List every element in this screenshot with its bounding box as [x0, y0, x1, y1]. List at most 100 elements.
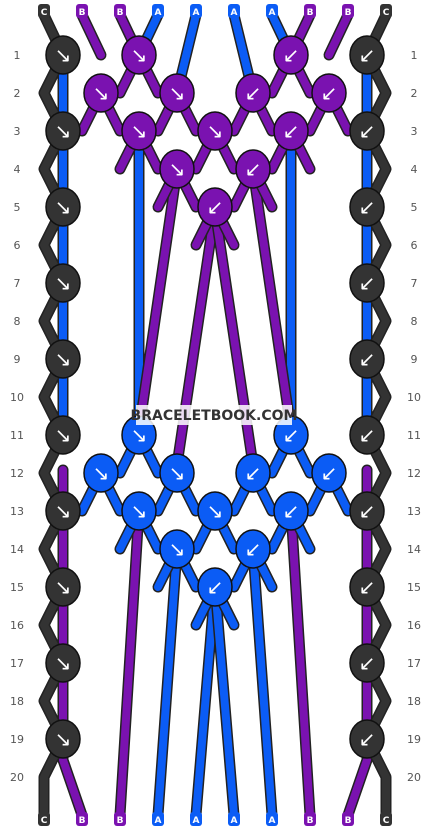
- knot-11-2: ↘: [121, 415, 157, 455]
- knot-arrow-icon: ↘: [131, 119, 148, 143]
- strand-bottom-a-1: [154, 546, 181, 819]
- strand-letter-bg: [38, 4, 50, 18]
- knot-ellipse: [349, 339, 385, 379]
- row-number-right: 5: [411, 201, 418, 214]
- knot-arrow-icon: ↙: [207, 195, 224, 219]
- knot-arrow-icon: ↙: [359, 423, 376, 447]
- knot-7-8: ↙: [349, 263, 385, 303]
- knot-12-5: ↙: [235, 453, 271, 493]
- strand-letter-bg: [76, 812, 88, 826]
- row-number-right: 10: [407, 391, 421, 404]
- strand-letter: A: [231, 8, 238, 18]
- strand-letter-bg: [114, 4, 126, 18]
- strand-letter: B: [117, 8, 124, 18]
- strand-bottom-a-4: [211, 581, 238, 819]
- knot-5-4: ↙: [197, 187, 233, 227]
- knot-3-8: ↙: [349, 111, 385, 151]
- knot-ellipse: [45, 643, 81, 683]
- knot-arrow-icon: ↙: [321, 81, 338, 105]
- row-number-left: 7: [14, 277, 21, 290]
- row-number-left: 10: [10, 391, 24, 404]
- knot-ellipse: [311, 453, 347, 493]
- knot-13-0: ↘: [45, 491, 81, 531]
- knot-arrow-icon: ↘: [169, 461, 186, 485]
- row-number-right: 19: [407, 733, 421, 746]
- knot-arrow-icon: ↙: [359, 499, 376, 523]
- row-number-left: 3: [14, 125, 21, 138]
- row-number-left: 8: [14, 315, 21, 328]
- knot-3-2: ↘: [121, 111, 157, 151]
- knot-arrow-icon: ↘: [55, 575, 72, 599]
- strand-bottom-b-2: [287, 506, 314, 819]
- knot-15-8: ↙: [349, 567, 385, 607]
- strand-letter-bg: [380, 4, 392, 18]
- strand-bottom-a-3: [192, 581, 219, 819]
- knot-arrow-icon: ↘: [93, 81, 110, 105]
- row-number-left: 2: [14, 87, 21, 100]
- strand-letter-bg: [342, 4, 354, 18]
- knot-ellipse: [235, 73, 271, 113]
- knot-17-8: ↙: [349, 643, 385, 683]
- knot-3-6: ↙: [273, 111, 309, 151]
- knot-ellipse: [235, 149, 271, 189]
- strand-letter-top-5: A: [228, 4, 240, 18]
- knot-arrow-icon: ↙: [359, 575, 376, 599]
- knot-arrow-icon: ↘: [55, 43, 72, 67]
- strand-letter: A: [269, 8, 276, 18]
- knot-1-6: ↙: [273, 35, 309, 75]
- knot-ellipse: [45, 263, 81, 303]
- row-number-right: 14: [407, 543, 421, 556]
- knot-11-6: ↙: [273, 415, 309, 455]
- strand-letter: B: [307, 816, 314, 826]
- knot-ellipse: [235, 529, 271, 569]
- strand-letter-bg: [190, 812, 202, 826]
- knot-arrow-icon: ↘: [169, 537, 186, 561]
- knot-13-6: ↙: [273, 491, 309, 531]
- strand-letter-top-2: B: [114, 4, 126, 18]
- knot-ellipse: [45, 415, 81, 455]
- knot-2-7: ↙: [311, 73, 347, 113]
- knot-arrow-icon: ↙: [283, 423, 300, 447]
- knot-12-7: ↙: [311, 453, 347, 493]
- knot-ellipse: [349, 263, 385, 303]
- knot-arrow-icon: ↘: [55, 651, 72, 675]
- knot-3-4: ↘: [197, 111, 233, 151]
- knot-arrow-icon: ↘: [169, 81, 186, 105]
- strand-letter: A: [193, 8, 200, 18]
- row-number-right: 12: [407, 467, 421, 480]
- strand-letter: A: [231, 816, 238, 826]
- knot-arrow-icon: ↘: [169, 157, 186, 181]
- strand-letter-bg: [266, 812, 278, 826]
- knot-5-0: ↘: [45, 187, 81, 227]
- knot-ellipse: [121, 111, 157, 151]
- knot-ellipse: [121, 491, 157, 531]
- strand-letter-bg: [342, 812, 354, 826]
- knot-ellipse: [45, 567, 81, 607]
- strand-letter-bg: [228, 812, 240, 826]
- strand-letter-bottom-1: B: [76, 812, 88, 826]
- knot-17-0: ↘: [45, 643, 81, 683]
- knot-1-8: ↙: [349, 35, 385, 75]
- knot-ellipse: [197, 491, 233, 531]
- strand-letter-top-8: B: [342, 4, 354, 18]
- knot-ellipse: [83, 453, 119, 493]
- strand-end-b-1: [59, 756, 86, 819]
- knot-ellipse: [349, 719, 385, 759]
- strand-letter: B: [79, 816, 86, 826]
- row-number-right: 3: [411, 125, 418, 138]
- knot-15-4: ↙: [197, 567, 233, 607]
- knot-ellipse: [45, 187, 81, 227]
- knot-ellipse: [45, 35, 81, 75]
- strand-letter-top-4: A: [190, 4, 202, 18]
- row-number-left: 1: [14, 49, 21, 62]
- knot-13-4: ↘: [197, 491, 233, 531]
- knot-4-5: ↙: [235, 149, 271, 189]
- row-number-left: 12: [10, 467, 24, 480]
- knot-ellipse: [349, 415, 385, 455]
- row-number-left: 18: [10, 695, 24, 708]
- knot-14-5: ↙: [235, 529, 271, 569]
- knot-ellipse: [159, 529, 195, 569]
- knot-2-5: ↙: [235, 73, 271, 113]
- knot-arrow-icon: ↙: [283, 43, 300, 67]
